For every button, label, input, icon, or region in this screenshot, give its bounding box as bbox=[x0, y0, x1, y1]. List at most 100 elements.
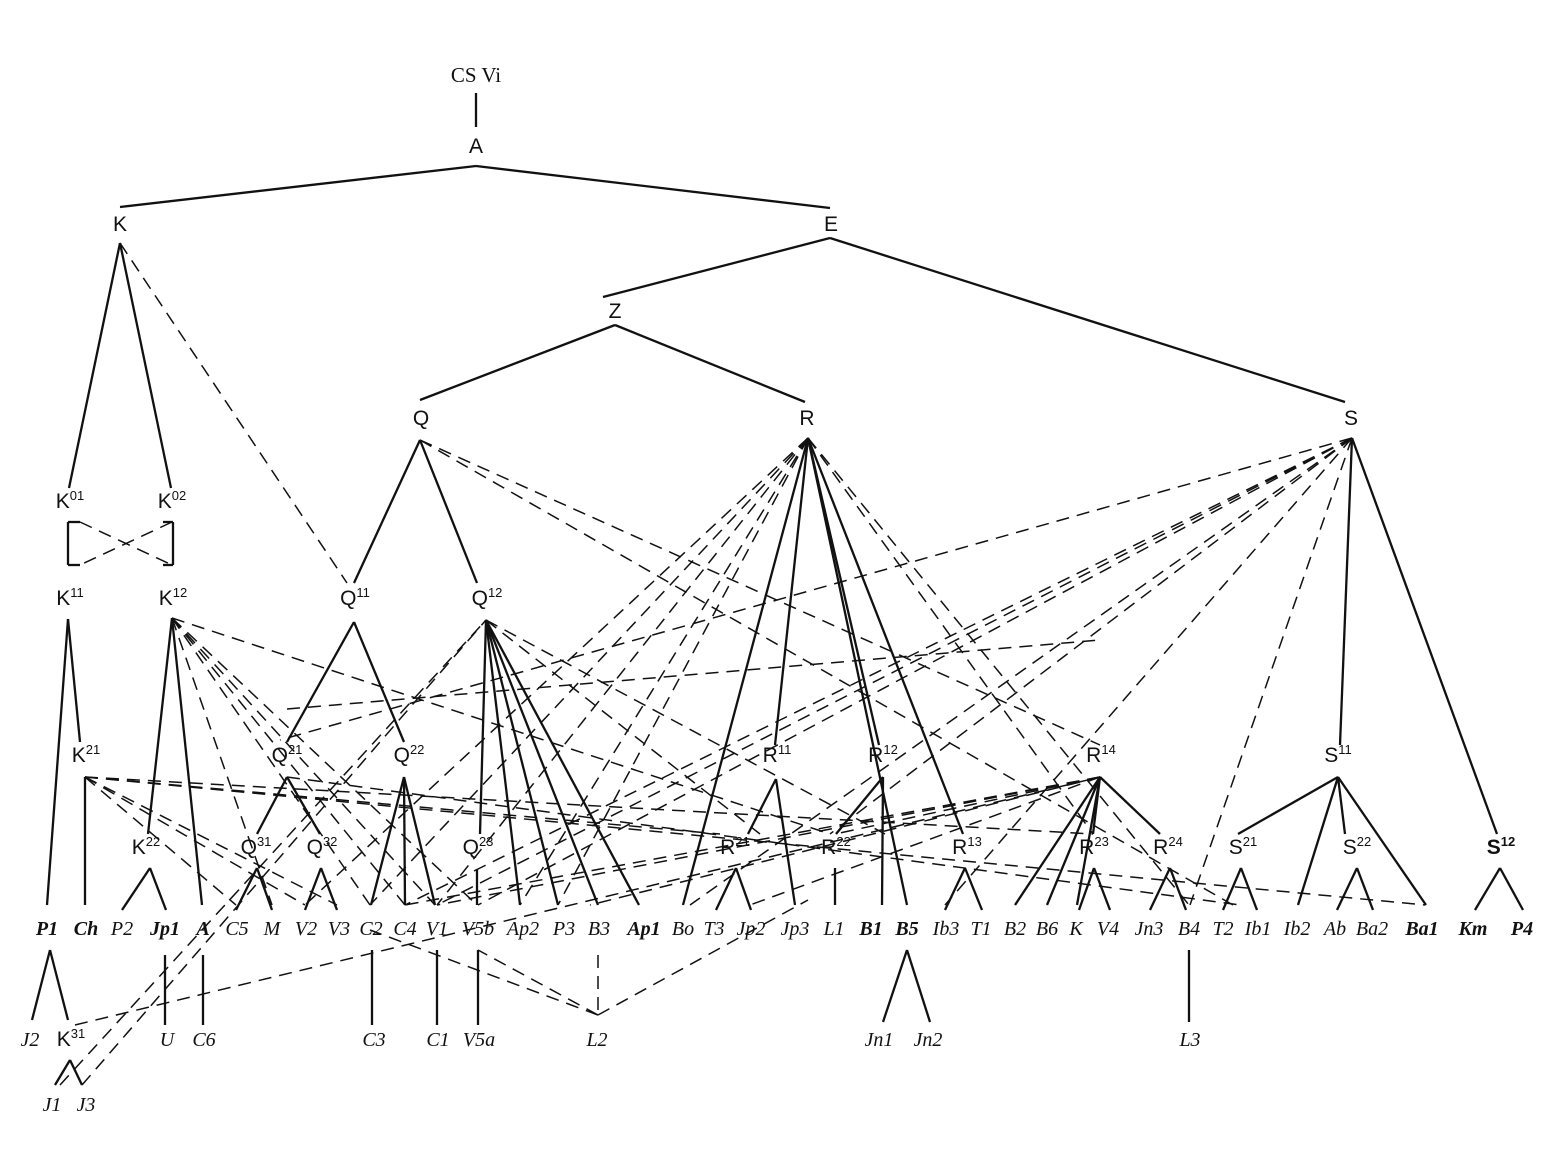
leaf-C5: C5 bbox=[225, 918, 248, 940]
leaf-B4: B4 bbox=[1178, 918, 1200, 940]
edge-dashed-115 bbox=[807, 437, 1190, 906]
leaf-C4: C4 bbox=[393, 918, 416, 940]
edge-solid-32 bbox=[806, 437, 909, 906]
leaf-V5b: V5b bbox=[462, 918, 494, 940]
leaf-L2: L2 bbox=[585, 1029, 607, 1051]
edge-solid-56 bbox=[963, 867, 984, 911]
edge-dashed-105 bbox=[419, 439, 1101, 746]
edge-solid-8 bbox=[118, 242, 173, 489]
leaf-Jp3: Jp3 bbox=[781, 918, 810, 940]
edge-solid-34 bbox=[1350, 437, 1499, 835]
leaf-Ib2: Ib2 bbox=[1283, 918, 1311, 940]
edge-dashed-123 bbox=[1189, 437, 1353, 906]
leaf-P3: P3 bbox=[552, 918, 575, 940]
leaf-K: K bbox=[1068, 918, 1084, 940]
leaf-M: M bbox=[263, 918, 282, 940]
edge-solid-15 bbox=[352, 439, 422, 584]
edge-solid-71 bbox=[1239, 867, 1259, 911]
leaf-A: A bbox=[194, 918, 209, 940]
leaf-P2: P2 bbox=[110, 918, 133, 940]
edge-solid-7 bbox=[67, 242, 122, 489]
edges bbox=[30, 93, 1525, 1086]
node-A: A bbox=[469, 135, 483, 158]
leaf-L3: L3 bbox=[1178, 1029, 1200, 1051]
edge-dashed-119 bbox=[477, 437, 1353, 906]
edge-dashed-118 bbox=[436, 437, 1353, 906]
edge-solid-72 bbox=[1335, 867, 1359, 911]
edge-dashed-106 bbox=[419, 439, 1234, 906]
leaf-V4: V4 bbox=[1097, 918, 1119, 940]
edge-solid-66 bbox=[1237, 776, 1339, 835]
leaf-C2: C2 bbox=[359, 918, 382, 940]
leaf-U: U bbox=[160, 1029, 176, 1051]
node-S11: S11 bbox=[1324, 742, 1352, 767]
edge-solid-23 bbox=[478, 619, 488, 835]
edge-solid-52 bbox=[835, 776, 884, 835]
leaf-Jn1: Jn1 bbox=[865, 1029, 894, 1051]
leaf-Jp2: Jp2 bbox=[737, 918, 766, 940]
leaf-L1: L1 bbox=[822, 918, 844, 940]
node-Q: Q bbox=[413, 407, 429, 430]
edge-solid-40 bbox=[369, 776, 406, 906]
edge-solid-73 bbox=[1355, 867, 1375, 911]
leaf-J2: J2 bbox=[21, 1029, 40, 1051]
edge-solid-68 bbox=[1296, 776, 1340, 906]
node-R24: R24 bbox=[1153, 834, 1183, 859]
edge-solid-42 bbox=[402, 776, 437, 906]
edge-solid-63 bbox=[1092, 867, 1112, 911]
leaf-C6: C6 bbox=[192, 1029, 215, 1051]
edge-dashed-96 bbox=[171, 617, 831, 835]
edge-dashed-124 bbox=[404, 776, 1101, 906]
edge-solid-60 bbox=[1091, 776, 1102, 835]
leaf-T3: T3 bbox=[703, 918, 724, 940]
edge-dashed-104 bbox=[286, 639, 1101, 710]
leaf-V2: V2 bbox=[295, 918, 317, 940]
node-R13: R13 bbox=[952, 834, 982, 859]
edge-solid-55 bbox=[943, 867, 967, 911]
edge-dashed-108 bbox=[485, 619, 761, 835]
leaf-Bo: Bo bbox=[672, 918, 694, 940]
edge-solid-64 bbox=[1148, 867, 1172, 911]
edge-solid-30 bbox=[806, 437, 965, 835]
edge-dashed-98 bbox=[84, 776, 306, 906]
edge-dashed-134 bbox=[597, 899, 809, 1016]
edge-solid-57 bbox=[1014, 776, 1101, 906]
node-Q21: Q21 bbox=[272, 742, 303, 767]
edge-dashed-121 bbox=[829, 437, 1353, 835]
edge-dashed-103 bbox=[286, 776, 1241, 906]
edge-dashed-117 bbox=[404, 437, 1353, 906]
edge-solid-28 bbox=[773, 437, 810, 746]
edge-solid-16 bbox=[418, 439, 479, 584]
node-S: S bbox=[1344, 407, 1358, 430]
edge-dashed-128 bbox=[749, 776, 1101, 906]
edge-dashed-133 bbox=[477, 949, 599, 1016]
leaf-Jn3: Jn3 bbox=[1135, 918, 1164, 940]
node-Q12: Q12 bbox=[472, 585, 503, 610]
leaf-row: P1 Ch P2 Jp1 A C5 M V2 V3 C2 C4 V1 V5b A… bbox=[35, 918, 1533, 940]
edge-solid-75 bbox=[1498, 867, 1525, 911]
edge-solid-38 bbox=[255, 776, 289, 835]
node-Q11: Q11 bbox=[340, 585, 370, 610]
edge-solid-65 bbox=[1168, 867, 1188, 911]
edge-solid-6 bbox=[614, 323, 806, 404]
edge-solid-27 bbox=[484, 619, 641, 906]
edge-dashed-122 bbox=[944, 437, 1353, 906]
leaf-T1: T1 bbox=[970, 918, 991, 940]
node-S21: S21 bbox=[1229, 834, 1257, 859]
leaf-J3: J3 bbox=[77, 1094, 96, 1116]
edge-solid-22 bbox=[352, 621, 406, 743]
edge-solid-19 bbox=[146, 617, 174, 835]
leaf-P4: P4 bbox=[1510, 918, 1533, 940]
bottom-row: J2 U C6 C3 C1 V5a L2 Jn1 Jn2 L3 J1 J3 bbox=[21, 1029, 1201, 1116]
edge-solid-49 bbox=[774, 778, 797, 906]
edge-solid-26 bbox=[484, 619, 600, 906]
edge-solid-67 bbox=[1336, 776, 1347, 835]
edge-solid-37 bbox=[148, 867, 168, 911]
edge-solid-51 bbox=[734, 867, 753, 911]
edge-dashed-91 bbox=[171, 617, 273, 906]
edge-dashed-94 bbox=[171, 617, 436, 906]
leaf-B6: B6 bbox=[1036, 918, 1058, 940]
edge-dashed-120 bbox=[689, 437, 1353, 906]
edge-solid-2 bbox=[475, 164, 831, 210]
edge-solid-21 bbox=[285, 621, 356, 743]
